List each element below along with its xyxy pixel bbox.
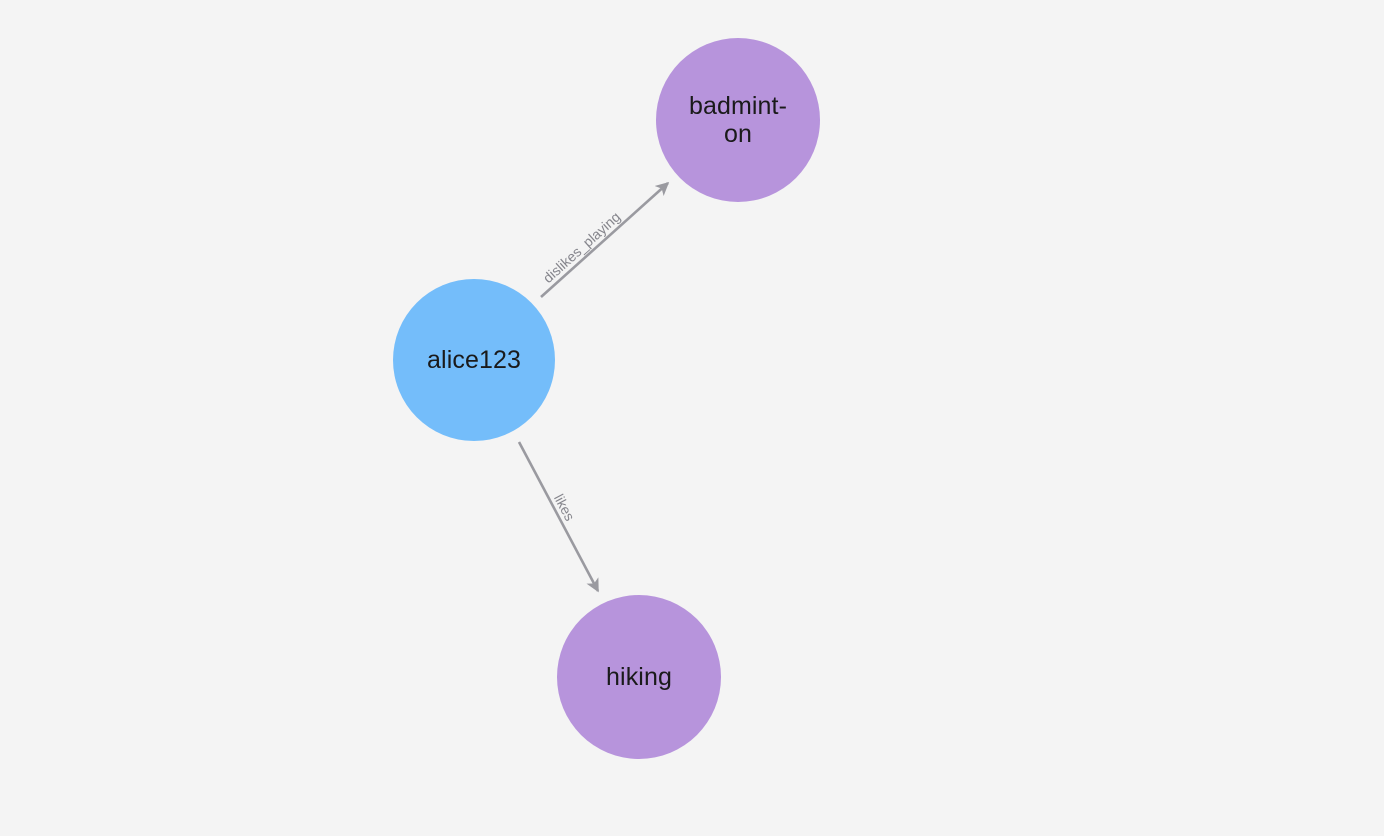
graph-node-hiking[interactable]: hiking xyxy=(557,595,721,759)
graph-edge-dislikes-playing[interactable] xyxy=(540,181,670,298)
graph-node-label: hiking xyxy=(606,663,672,691)
graph-edge-likes[interactable] xyxy=(517,441,600,593)
graph-node-label: badmint- on xyxy=(688,92,788,148)
graph-node-alice123[interactable]: alice123 xyxy=(393,279,555,441)
graph-node-badminton[interactable]: badmint- on xyxy=(656,38,820,202)
graph-node-label: alice123 xyxy=(427,346,521,374)
